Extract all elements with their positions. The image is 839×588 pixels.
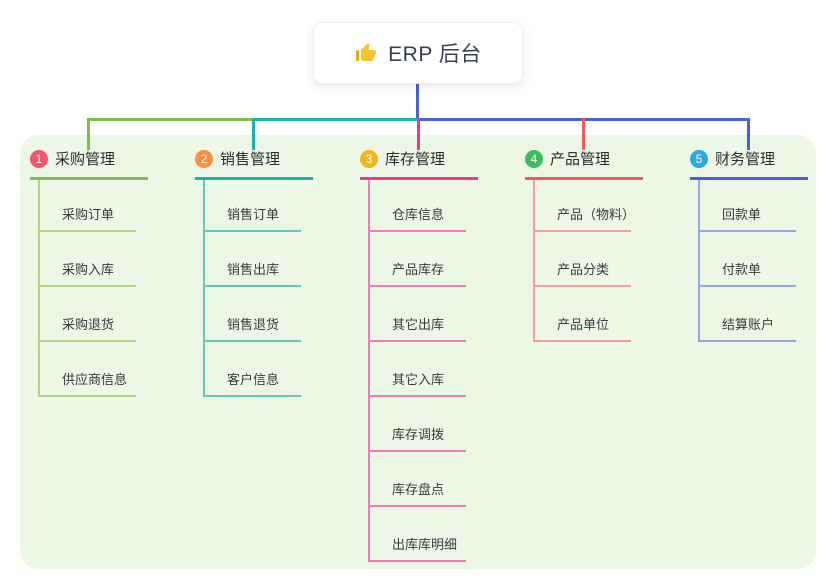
child-node[interactable]: 出库库明细 — [370, 507, 466, 562]
branch-number-badge: 4 — [525, 149, 543, 168]
branch-children: 采购订单采购入库采购退货供应商信息 — [38, 180, 136, 397]
branch-node[interactable]: 5 财务管理 — [690, 148, 808, 180]
branch-column: 2 销售管理销售订单销售出库销售退货客户信息 — [195, 148, 325, 397]
child-node[interactable]: 其它入库 — [370, 342, 466, 397]
child-node[interactable]: 产品单位 — [535, 287, 631, 342]
child-node[interactable]: 产品分类 — [535, 232, 631, 287]
child-node[interactable]: 库存盘点 — [370, 452, 466, 507]
branch-drop-line — [747, 118, 750, 150]
thumbs-up-icon — [354, 41, 378, 65]
group-panel — [20, 135, 816, 569]
branch-drop-line — [582, 118, 585, 150]
branch-number-badge: 2 — [195, 149, 213, 168]
child-node[interactable]: 销售退货 — [205, 287, 301, 342]
child-node[interactable]: 销售出库 — [205, 232, 301, 287]
child-node[interactable]: 库存调拨 — [370, 397, 466, 452]
child-node[interactable]: 销售订单 — [205, 180, 301, 232]
connector-line — [252, 118, 417, 121]
branch-children: 回款单付款单结算账户 — [698, 180, 796, 342]
branch-column: 1 采购管理采购订单采购入库采购退货供应商信息 — [30, 148, 160, 397]
branch-number-badge: 5 — [690, 149, 708, 168]
branch-label: 库存管理 — [385, 151, 446, 168]
branch-number-badge: 3 — [360, 149, 378, 168]
branch-node[interactable]: 4 产品管理 — [525, 148, 643, 180]
branch-label: 销售管理 — [220, 151, 281, 168]
branch-children: 产品（物料）产品分类产品单位 — [533, 180, 635, 342]
branch-column: 5 财务管理回款单付款单结算账户 — [690, 148, 820, 342]
branch-drop-line — [417, 118, 420, 150]
child-node[interactable]: 回款单 — [700, 180, 796, 232]
branch-number-badge: 1 — [30, 149, 48, 168]
child-node[interactable]: 客户信息 — [205, 342, 301, 397]
branch-node[interactable]: 2 销售管理 — [195, 148, 313, 180]
root-node-label: ERP 后台 — [388, 43, 482, 66]
branch-column: 3 库存管理仓库信息产品库存其它出库其它入库库存调拨库存盘点出库库明细 — [360, 148, 490, 562]
child-node[interactable]: 其它出库 — [370, 287, 466, 342]
branch-label: 财务管理 — [715, 151, 776, 168]
branch-label: 产品管理 — [550, 151, 611, 168]
child-node[interactable]: 采购入库 — [40, 232, 136, 287]
child-node[interactable]: 采购订单 — [40, 180, 136, 232]
child-node[interactable]: 仓库信息 — [370, 180, 466, 232]
branch-children: 仓库信息产品库存其它出库其它入库库存调拨库存盘点出库库明细 — [368, 180, 466, 562]
connector-line — [87, 118, 255, 121]
branch-drop-line — [87, 118, 90, 150]
child-node[interactable]: 采购退货 — [40, 287, 136, 342]
child-node[interactable]: 产品库存 — [370, 232, 466, 287]
root-node[interactable]: ERP 后台 — [313, 22, 523, 84]
child-node[interactable]: 付款单 — [700, 232, 796, 287]
branch-node[interactable]: 1 采购管理 — [30, 148, 148, 180]
root-connector-line — [416, 82, 419, 121]
branch-column: 4 产品管理产品（物料）产品分类产品单位 — [525, 148, 655, 342]
branch-drop-line — [252, 118, 255, 150]
child-node[interactable]: 供应商信息 — [40, 342, 136, 397]
child-node[interactable]: 产品（物料） — [535, 180, 635, 232]
branch-children: 销售订单销售出库销售退货客户信息 — [203, 180, 301, 397]
branch-label: 采购管理 — [55, 151, 116, 168]
branch-node[interactable]: 3 库存管理 — [360, 148, 478, 180]
child-node[interactable]: 结算账户 — [700, 287, 796, 342]
